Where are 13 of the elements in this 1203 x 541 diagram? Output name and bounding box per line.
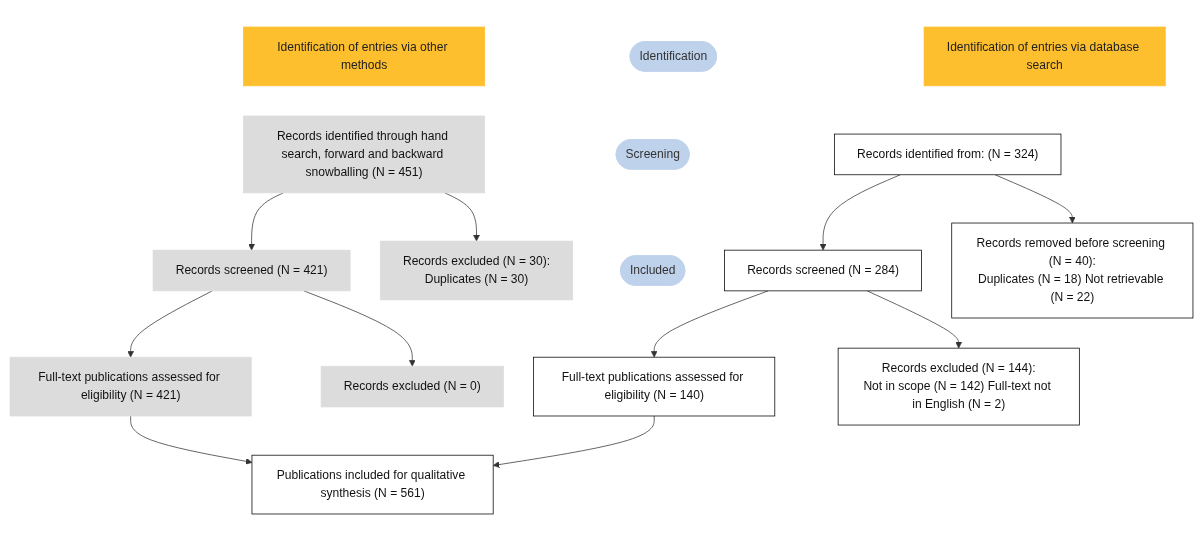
node-box: Identification of entries via database search — [923, 26, 1166, 87]
node-box: Records excluded (N = 0) — [320, 365, 504, 408]
node-box: Publications included for qualitative synthesis (N = 561) — [251, 454, 494, 515]
node-box: Records identified through hand search, forward and backward snowballing (N = 451) — [243, 115, 486, 194]
node-box: Records identified from: (N = 324) — [834, 133, 1062, 176]
node-box: Records excluded (N = 30): Duplicates (N = 30) — [379, 240, 574, 301]
node-box: Identification of entries via other methods — [243, 26, 486, 87]
node-box: Records screened (N = 421) — [152, 249, 351, 292]
node-box: Records screened (N = 284) — [724, 249, 922, 292]
node-box: Full-text publications assessed for eligibility (N = 421) — [9, 356, 252, 417]
node-box: Records removed before screening (N = 40): Duplicates (N = 18) Not retrievable (N = 22) — [951, 222, 1194, 319]
node-box: Full-text publications assessed for eligibility (N = 140) — [533, 356, 776, 417]
node-box: Records excluded (N = 144): Not in scope (N = 142) Full-text not in English (N = 2) — [837, 347, 1080, 426]
